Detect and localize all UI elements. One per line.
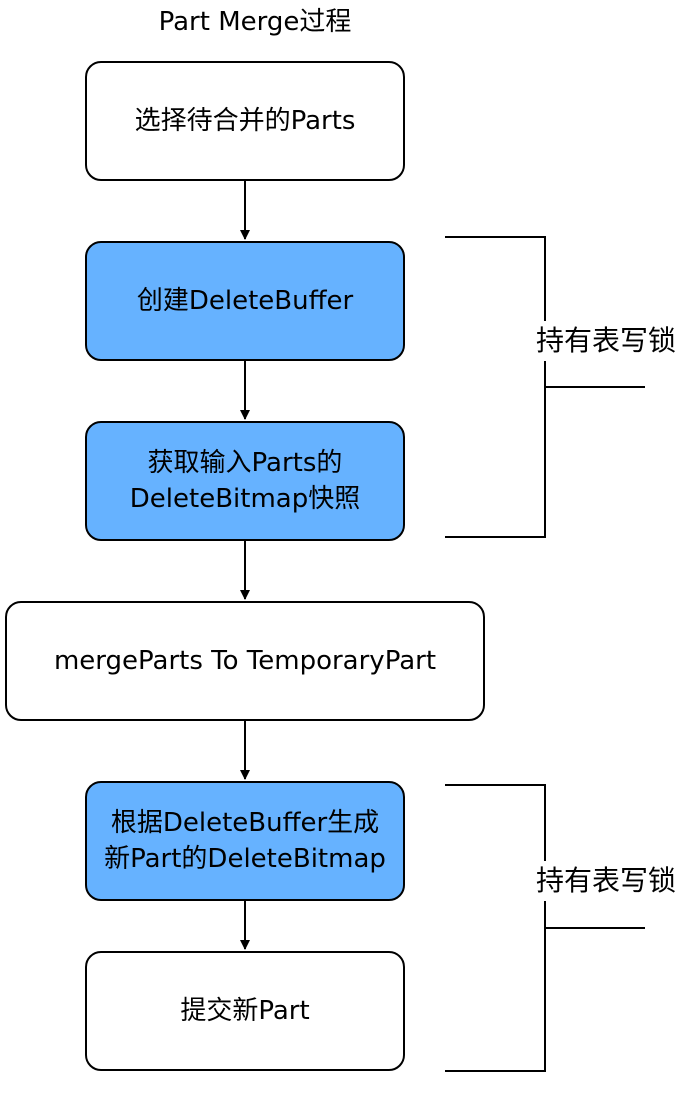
step-generate-delete-bitmap: 根据DeleteBuffer生成 新Part的DeleteBitmap — [85, 781, 405, 901]
lock-bracket-1 — [445, 236, 546, 538]
step-select-parts: 选择待合并的Parts — [85, 61, 405, 181]
step-create-delete-buffer: 创建DeleteBuffer — [85, 241, 405, 361]
lock-label-2: 持有表写锁 — [524, 861, 688, 901]
step-snapshot-delete-bitmap: 获取输入Parts的 DeleteBitmap快照 — [85, 421, 405, 541]
lock-label-1: 持有表写锁 — [524, 321, 688, 361]
lock-bracket-2 — [445, 784, 546, 1072]
step-merge-parts: mergeParts To TemporaryPart — [5, 601, 485, 721]
step-commit-part: 提交新Part — [85, 951, 405, 1071]
diagram-title: Part Merge过程 — [158, 7, 352, 37]
